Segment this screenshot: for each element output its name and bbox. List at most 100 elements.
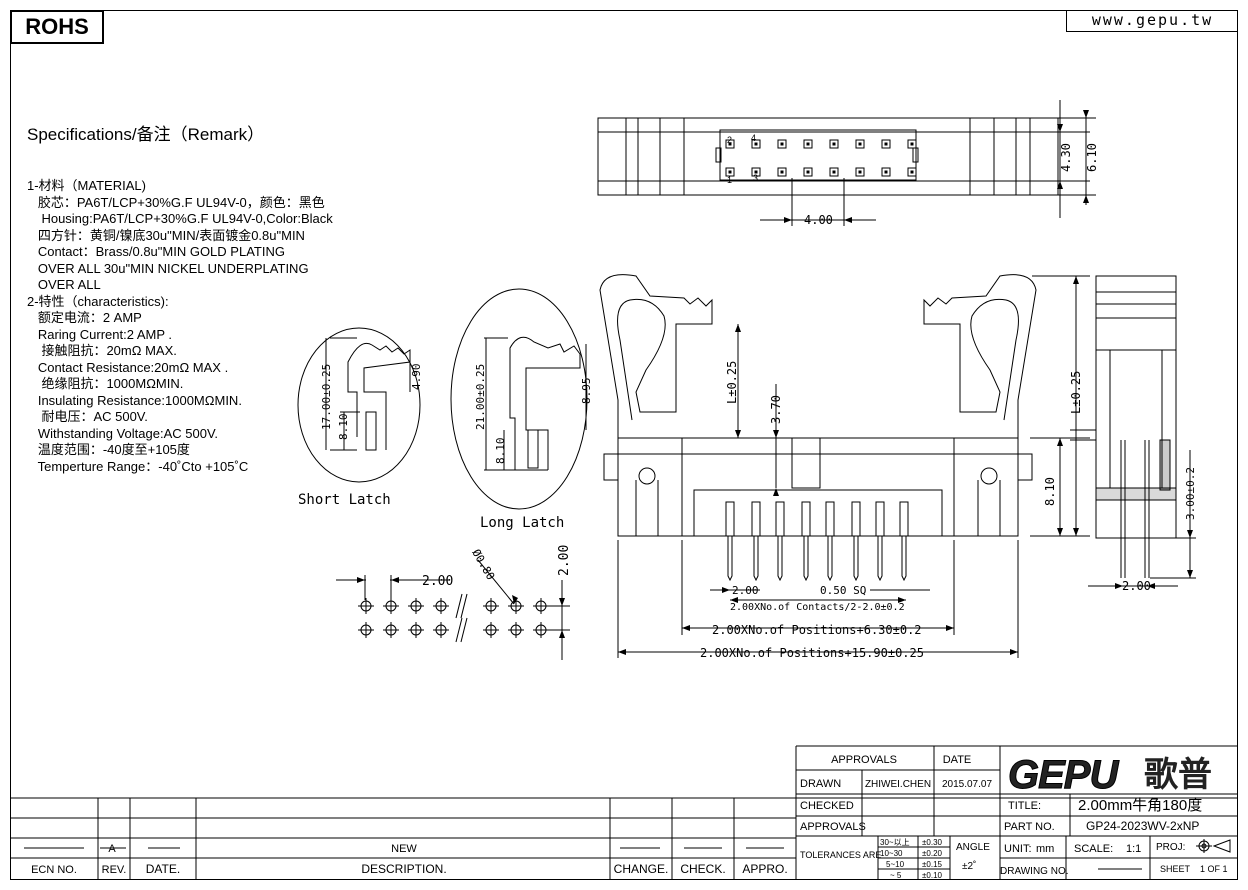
spec-line: 接触阻抗：20mΩ MAX. [27,343,177,358]
front-pin-tail [753,536,759,582]
pcb-dim-hole: Ø0.80 [469,547,497,582]
spec-line: Raring Current:2 AMP . [27,326,172,342]
tol-range-4: ~ 5 [890,871,902,880]
short-latch-dim-a: 17.00±0.25 [320,364,333,430]
sheet-label: SHEET [1160,864,1191,874]
tol-range-1: 30~以上 [880,838,910,847]
front-dim-8-10: 8.10 [1043,477,1057,506]
tol-value-1: ±0.30 [922,838,943,847]
pcb-dim-pitch-x: 2.00 [422,574,453,589]
top-pin-center [728,142,732,146]
top-pin-center [832,142,836,146]
top-pin-center [910,142,914,146]
spec-line: 1-材料（MATERIAL) [27,178,146,193]
angle-value: ±2˚ [962,860,976,872]
long-latch-dim-b: 8.10 [494,438,507,465]
top-view-outline [597,117,1059,196]
front-pin-shoulder [825,501,835,537]
top-pin [829,167,839,177]
spec-line: 2-特性（characteristics): [27,293,169,309]
spec-line: Temperture Range：-40˚Cto +105˚C [27,458,249,474]
side-view [1070,275,1196,589]
top-pin-center [780,142,784,146]
front-dim-l: L±0.25 [1069,371,1083,414]
spec-line: Housing:PA6T/LCP+30%G.F UL94V-0,Color:Bl… [27,211,333,226]
top-view-pin-grid [725,139,917,177]
gepu-logo: GEPU [1008,753,1119,797]
unit-value: mm [1036,843,1054,855]
pin-label-4: 4 [751,133,756,143]
top-pin-center [780,170,784,174]
top-pin [803,139,813,149]
pin-label-2: 2 [727,135,732,145]
front-pin-shoulder [899,501,909,537]
top-pin-center [858,142,862,146]
specifications-remark: Specifications/备注（Remark） 1-材料（MATERIAL)… [27,92,333,492]
sheet-value: 1 OF 1 [1200,864,1228,874]
top-pin [907,167,917,177]
tol-value-4: ±0.10 [922,871,943,880]
spec-line: Insulating Resistance:1000MΩMIN. [27,392,242,408]
proj-label: PROJ: [1156,842,1185,853]
top-pin-center [910,170,914,174]
pin-label-3: 3 [753,173,758,183]
top-pin [725,139,735,149]
scale-value: 1:1 [1126,843,1141,855]
top-pin [777,139,787,149]
front-dim-sq: 0.50 SQ [820,584,866,597]
long-latch-dim-c: 8.95 [580,378,593,405]
pin-label-1: 1 [727,175,732,185]
front-dim-3-70: 3.70 [769,395,783,424]
spec-line: 温度范围：-40度至+105度 [27,442,190,457]
long-latch-label: Long Latch [480,515,564,531]
top-pin-center [858,170,862,174]
spec-lines: 1-材料（MATERIAL) 胶芯：PA6T/LCP+30%G.F UL94V-… [27,178,333,475]
front-pin-tail [901,536,907,582]
tol-value-2: ±0.20 [922,849,943,858]
spec-line: 额定电流：2 AMP [27,310,142,325]
short-latch-detail [297,327,421,483]
check-header: CHECK. [680,862,725,876]
part-label: PART NO. [1004,821,1055,833]
spec-line: 绝缘阻抗：1000MΩMIN. [27,376,184,391]
front-pin-shoulder [775,501,785,537]
top-pin-center [806,142,810,146]
top-pin-center [832,170,836,174]
front-pin-shoulder [851,501,861,537]
top-pin-center [754,170,758,174]
rev-header: REV. [102,864,127,876]
spec-line: 四方针：黄铜/镍底30u"MIN/表面镀金0.8u"MIN [27,227,305,243]
change-header: CHANGE. [614,862,669,876]
spec-line: OVER ALL 30u"MIN NICKEL UNDERPLATING [27,260,309,276]
top-view [597,100,1096,226]
top-dim-6-10: 6.10 [1085,143,1099,172]
spec-line: OVER ALL [27,277,101,292]
top-pin [881,139,891,149]
rohs-badge: ROHS [10,10,104,44]
pcb-hole-grid [358,598,549,638]
date-header: DATE. [146,862,180,876]
short-latch-dim-b: 8.10 [337,414,350,441]
angle-label: ANGLE [956,842,990,853]
top-dim-4-30: 4.30 [1059,143,1073,172]
side-dim-pitch: 2.00 [1122,579,1151,593]
top-pin [881,167,891,177]
side-dim-tail: 3.00±0.2 [1184,467,1197,520]
short-latch-dim-c: 4.90 [410,364,423,391]
top-pin [803,167,813,177]
top-pin-center [884,170,888,174]
drawn-by: ZHIWEI.CHEN [865,779,931,790]
short-latch-label: Short Latch [298,492,391,508]
title-value: 2.00mm牛角180度 [1078,797,1202,814]
description-value: NEW [391,843,417,855]
top-pin [751,139,761,149]
front-pin-shoulder [801,501,811,537]
front-pin-shoulder [751,501,761,537]
top-pin-center [754,142,758,146]
ecn-header: ECN NO. [31,864,77,876]
front-pin-tail [777,536,783,582]
tol-range-2: 10~30 [880,849,903,858]
part-value: GP24-2023WV-2xNP [1086,819,1199,833]
drawing-frame [10,10,1238,880]
